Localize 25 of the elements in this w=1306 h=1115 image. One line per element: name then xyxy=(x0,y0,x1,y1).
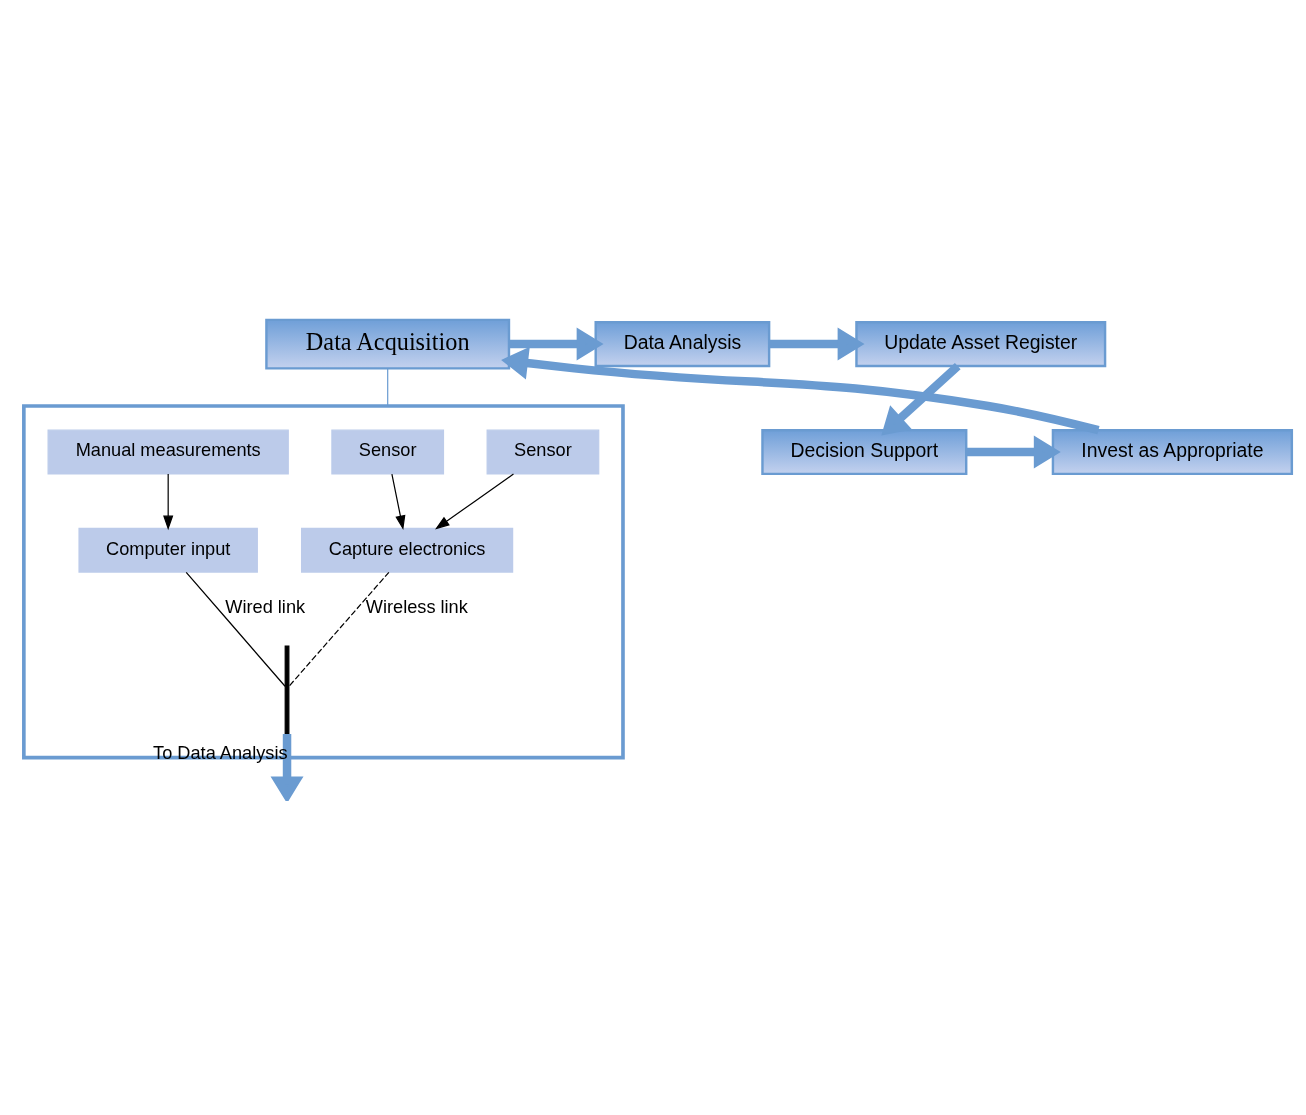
node-box: Invest as Appropriate xyxy=(1051,428,1294,475)
node-box: Data Acquisition xyxy=(265,318,511,370)
connector xyxy=(288,571,390,687)
arrow xyxy=(435,472,515,529)
node-box: Sensor xyxy=(331,429,445,474)
arrow xyxy=(391,472,406,530)
arrow xyxy=(881,362,961,435)
arrow xyxy=(769,327,865,361)
node-box: Computer input xyxy=(78,527,258,573)
arrow xyxy=(163,472,174,530)
arrow xyxy=(509,327,604,361)
node-bar xyxy=(284,645,290,734)
node-box: Data Analysis xyxy=(594,320,771,367)
edge-label: Wireless link xyxy=(365,596,468,617)
connector xyxy=(185,571,286,687)
arrow xyxy=(501,346,1100,434)
node-box: Update Asset Register xyxy=(855,320,1107,367)
arrow xyxy=(270,733,304,801)
node-box: Sensor xyxy=(486,429,600,474)
arrow xyxy=(966,435,1061,469)
edge-label: Wired link xyxy=(225,596,306,617)
node-box: Capture electronics xyxy=(301,527,514,573)
node-box: Decision Support xyxy=(761,428,968,475)
connector xyxy=(387,367,389,407)
node-box: Manual measurements xyxy=(47,429,289,474)
